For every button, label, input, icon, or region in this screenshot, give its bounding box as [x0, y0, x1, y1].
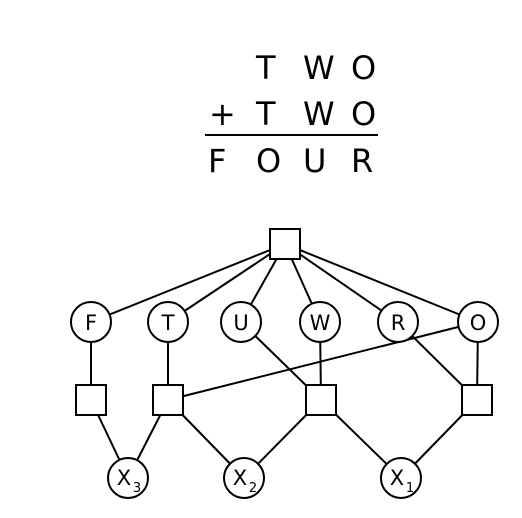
carry-node-X1: X 1: [380, 457, 422, 499]
variable-node-R: R: [377, 301, 419, 343]
edge-c2-O: [167, 321, 479, 401]
edge-top-R: [284, 243, 399, 323]
variable-label: U: [233, 311, 248, 335]
carry-subscript: 1: [406, 481, 414, 496]
row2-letter-T: T: [255, 95, 276, 133]
carry-subscript: 3: [133, 481, 141, 496]
row1-letter-W: W: [303, 49, 335, 87]
global-constraint-box: [269, 228, 301, 260]
variable-label: F: [85, 311, 97, 335]
carry-label: X: [233, 466, 247, 490]
row1-letter-T: T: [255, 49, 276, 87]
result-letter-R: R: [351, 142, 373, 180]
result-letter-O: O: [256, 142, 281, 180]
result-letter-F: F: [208, 142, 226, 180]
variable-node-W: W: [299, 301, 341, 343]
variable-label: T: [161, 311, 175, 335]
plus-sign: +: [209, 95, 236, 133]
carry-node-X3: X 3: [107, 457, 149, 499]
edge-top-F: [90, 243, 286, 323]
variable-node-F: F: [70, 301, 112, 343]
carry-node-X2: X 2: [223, 457, 265, 499]
carry-label: X: [117, 466, 131, 490]
variable-node-U: U: [220, 301, 262, 343]
variable-label: W: [310, 311, 331, 335]
edge-top-O: [284, 243, 479, 323]
column-constraint-box-2: [152, 384, 184, 416]
variable-label: R: [391, 311, 406, 335]
result-letter-U: U: [303, 142, 326, 180]
column-constraint-box-3: [305, 384, 337, 416]
row2-letter-W: W: [303, 95, 335, 133]
edge-top-T: [167, 243, 286, 323]
variable-label: O: [470, 311, 487, 335]
column-constraint-box-4: [461, 384, 493, 416]
carry-label: X: [390, 466, 404, 490]
row2-letter-O: O: [351, 95, 376, 133]
column-constraint-box-1: [75, 384, 107, 416]
variable-node-O: O: [457, 301, 499, 343]
variable-node-T: T: [147, 301, 189, 343]
graph-edges: [90, 243, 479, 479]
cryptarithm: T W O + T W O F O U R: [205, 49, 378, 180]
row1-letter-O: O: [351, 49, 376, 87]
carry-subscript: 2: [249, 481, 257, 496]
